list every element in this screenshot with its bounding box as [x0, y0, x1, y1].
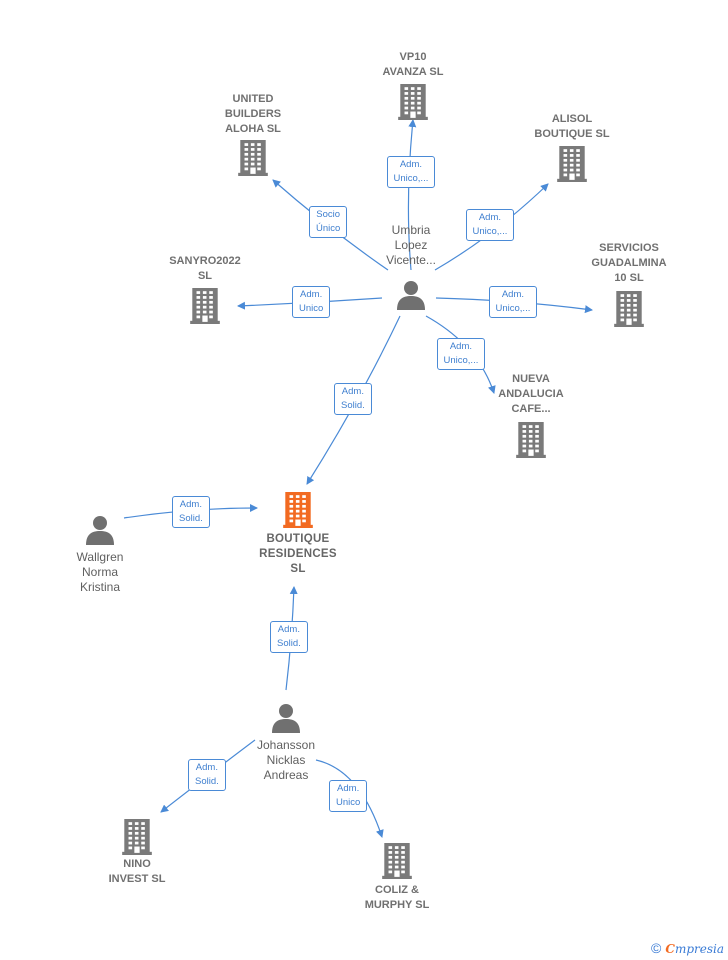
building-icon [238, 140, 268, 176]
node-label: SANYRO2022 SL [169, 255, 241, 282]
edge-label-wallgren-to-boutique[interactable]: Adm. Solid. [172, 496, 210, 528]
edge-label-umbria-to-servicios[interactable]: Adm. Unico,... [488, 286, 538, 318]
empresia-watermark: ©Cmpresia [651, 940, 724, 956]
node-label: Johansson Nicklas Andreas [256, 738, 316, 782]
node-label: Wallgren Norma Kristina [76, 550, 124, 594]
building-icon [382, 843, 412, 879]
node-label: NINO INVEST SL [108, 858, 166, 885]
node-label: BOUTIQUE RESIDENCES SL [259, 533, 337, 575]
person-icon [397, 281, 425, 310]
brand-initial: C [665, 942, 675, 956]
edge-label-johansson-to-nino[interactable]: Adm. Solid. [188, 759, 226, 791]
edge-label-umbria-to-united[interactable]: Socio Único [309, 206, 348, 238]
building-icon [398, 84, 428, 120]
building-icon [190, 288, 220, 324]
brand-name: mpresia [674, 942, 724, 956]
edge-label-johansson-to-coliz[interactable]: Adm. Unico [329, 780, 368, 812]
node-label: VP10 AVANZA SL [382, 51, 444, 78]
edge-label-umbria-to-nueva[interactable]: Adm. Unico,... [436, 338, 486, 370]
building-icon [516, 422, 546, 458]
node-label: Umbria Lopez Vicente... [386, 223, 436, 267]
node-label: COLIZ & MURPHY SL [364, 884, 430, 911]
node-label: SERVICIOS GUADALMINA 10 SL [591, 242, 667, 284]
building-icon [122, 819, 152, 855]
copyright-symbol: © [651, 940, 662, 956]
building-icon [614, 291, 644, 327]
node-label: UNITED BUILDERS ALOHA SL [224, 93, 282, 135]
edge-label-umbria-to-alisol[interactable]: Adm. Unico,... [465, 209, 515, 241]
building-icon-highlighted [283, 492, 313, 528]
edge-label-umbria-to-boutique[interactable]: Adm. Solid. [334, 383, 372, 415]
edge-umbria-to-vp10 [407, 119, 417, 271]
edge-label-umbria-to-sanyro[interactable]: Adm. Unico [292, 286, 331, 318]
node-label: NUEVA ANDALUCIA CAFE... [498, 373, 564, 415]
node-label: ALISOL BOUTIQUE SL [534, 113, 610, 140]
edge-label-umbria-to-vp10[interactable]: Adm. Unico,... [386, 156, 436, 188]
building-icon [557, 146, 587, 182]
person-icon [272, 704, 300, 733]
person-icon [86, 516, 114, 545]
edge-label-johansson-to-boutique[interactable]: Adm. Solid. [270, 621, 308, 653]
